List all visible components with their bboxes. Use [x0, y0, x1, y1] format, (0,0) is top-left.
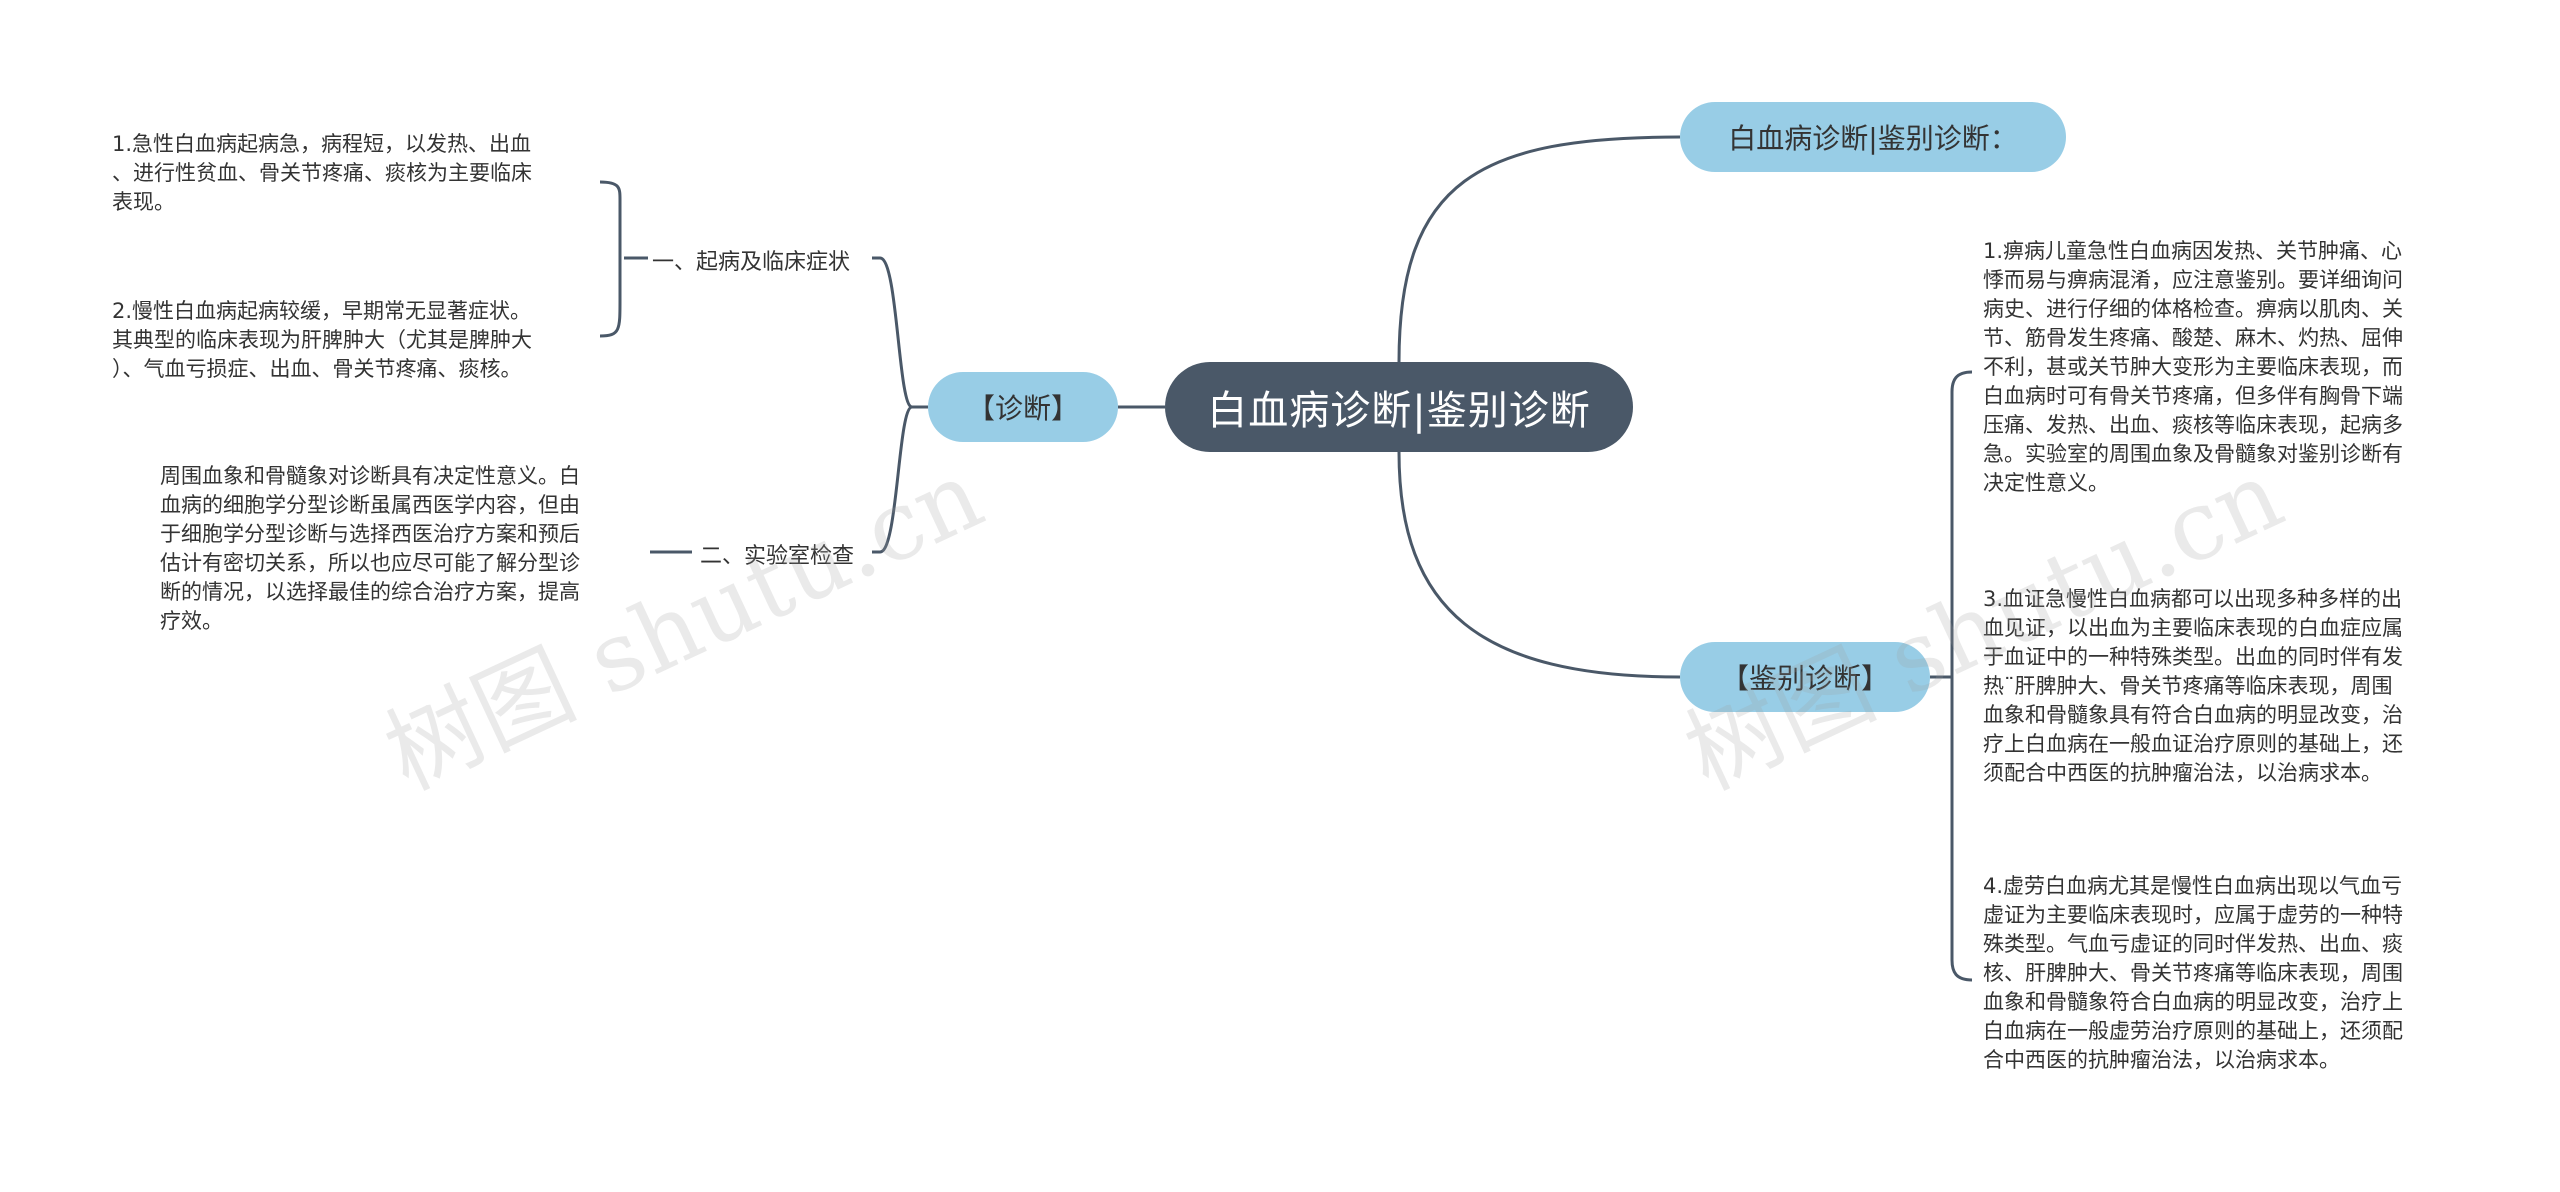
text-line: 急。实验室的周围血象及骨髓象对鉴别诊断有: [1983, 442, 2403, 466]
connector-diagnosis-symptoms: [872, 256, 928, 409]
text-line: 决定性意义。: [1983, 471, 2109, 495]
text-line: 殊类型。气血亏虚证的同时伴发热、出血、痰: [1983, 932, 2403, 956]
text-line: 估计有密切关系，所以也应尽可能了解分型诊: [160, 551, 580, 575]
text-line: ）、气血亏损症、出血、骨关节疼痛、痰核。: [112, 357, 522, 381]
text-line: 血象和骨髓象具有符合白血病的明显改变，治: [1983, 703, 2403, 727]
symptoms-node[interactable]: 一、起病及临床症状: [652, 250, 851, 275]
title-node[interactable]: 白血病诊断|鉴别诊断：: [1680, 102, 2066, 172]
symptoms-item-2[interactable]: 2.慢性白血病起病较缓，早期常无显著症状。 其典型的临床表现为肝脾肿大（尤其是脾…: [112, 297, 532, 384]
text-line: 表现。: [112, 190, 175, 214]
differential-item-1[interactable]: 1.痹病儿童急性白血病因发热、关节肿痛、心 悸而易与痹病混淆，应注意鉴别。要详细…: [1983, 237, 2403, 498]
connector-root-differential: [1397, 451, 1681, 679]
text-line: 、进行性贫血、骨关节疼痛、痰核为主要临床: [112, 161, 532, 185]
text-line: 其典型的临床表现为肝脾肿大（尤其是脾肿大: [112, 328, 532, 352]
text-line: 血见证，以出血为主要临床表现的白血症应属: [1983, 616, 2403, 640]
text-line: 热¨肝脾肿大、骨关节疼痛等临床表现，周围: [1983, 674, 2393, 698]
text-line: 不利，甚或关节肿大变形为主要临床表现，而: [1983, 355, 2403, 379]
differential-item-3[interactable]: 3.血证急慢性白血病都可以出现多种多样的出 血见证，以出血为主要临床表现的白血症…: [1983, 585, 2403, 788]
text-line: 病史、进行仔细的体格检查。痹病以肌肉、关: [1983, 297, 2403, 321]
text-line: 血病的细胞学分型诊断虽属西医学内容，但由: [160, 493, 580, 517]
title-label: 白血病诊断|鉴别诊断：: [1728, 122, 2018, 155]
text-line: 白血病时可有骨关节疼痛，但多伴有胸骨下端: [1983, 384, 2403, 408]
connector-root-title: [1397, 135, 1681, 363]
differential-label: 【鉴别诊断】: [1720, 662, 1889, 695]
connector-differential-bracket: [1930, 370, 1973, 982]
text-line: 血象和骨髓象符合白血病的明显改变，治疗上: [1983, 990, 2403, 1014]
text-line: 周围血象和骨髓象对诊断具有决定性意义。白: [160, 464, 580, 488]
symptoms-item-1[interactable]: 1.急性白血病起病急，病程短，以发热、出血 、进行性贫血、骨关节疼痛、痰核为主要…: [112, 130, 532, 217]
text-line: 核、肝脾肿大、骨关节疼痛等临床表现，周围: [1983, 961, 2403, 985]
root-label: 白血病诊断|鉴别诊断: [1207, 388, 1591, 434]
root-node[interactable]: 白血病诊断|鉴别诊断: [1165, 362, 1633, 452]
text-line: 断的情况，以选择最佳的综合治疗方案，提高: [160, 580, 580, 604]
text-line: 悸而易与痹病混淆，应注意鉴别。要详细询问: [1983, 268, 2403, 292]
connector-diagnosis-lab: [872, 405, 914, 554]
text-line: 1.痹病儿童急性白血病因发热、关节肿痛、心: [1983, 239, 2403, 263]
text-line: 虚证为主要临床表现时，应属于虚劳的一种特: [1983, 903, 2403, 927]
text-line: 合中西医的抗肿瘤治法，以治病求本。: [1983, 1048, 2340, 1072]
diagnosis-label: 【诊断】: [966, 392, 1079, 425]
connector-symptoms-bracket: [599, 180, 648, 338]
diagnosis-node[interactable]: 【诊断】: [928, 372, 1118, 442]
text-line: 白血病在一般虚劳治疗原则的基础上，还须配: [1983, 1019, 2403, 1043]
text-line: 3.血证急慢性白血病都可以出现多种多样的出: [1983, 587, 2403, 611]
text-line: 疗效。: [160, 609, 223, 633]
text-line: 节、筋骨发生疼痛、酸楚、麻木、灼热、屈伸: [1983, 326, 2403, 350]
text-line: 2.慢性白血病起病较缓，早期常无显著症状。: [112, 299, 532, 323]
text-line: 于血证中的一种特殊类型。出血的同时伴有发: [1983, 645, 2403, 669]
differential-node[interactable]: 【鉴别诊断】: [1680, 642, 1930, 712]
differential-item-4[interactable]: 4.虚劳白血病尤其是慢性白血病出现以气血亏 虚证为主要临床表现时，应属于虚劳的一…: [1983, 872, 2403, 1075]
text-line: 4.虚劳白血病尤其是慢性白血病出现以气血亏: [1983, 874, 2403, 898]
lab-item-1[interactable]: 周围血象和骨髓象对诊断具有决定性意义。白 血病的细胞学分型诊断虽属西医学内容，但…: [160, 462, 580, 636]
text-line: 于细胞学分型诊断与选择西医治疗方案和预后: [160, 522, 580, 546]
text-line: 压痛、发热、出血、痰核等临床表现，起病多: [1983, 413, 2403, 437]
text-line: 1.急性白血病起病急，病程短，以发热、出血: [112, 132, 532, 156]
text-line: 疗上白血病在一般血证治疗原则的基础上，还: [1983, 732, 2403, 756]
lab-node[interactable]: 二、实验室检查: [700, 544, 855, 569]
text-line: 须配合中西医的抗肿瘤治法，以治病求本。: [1983, 761, 2382, 785]
